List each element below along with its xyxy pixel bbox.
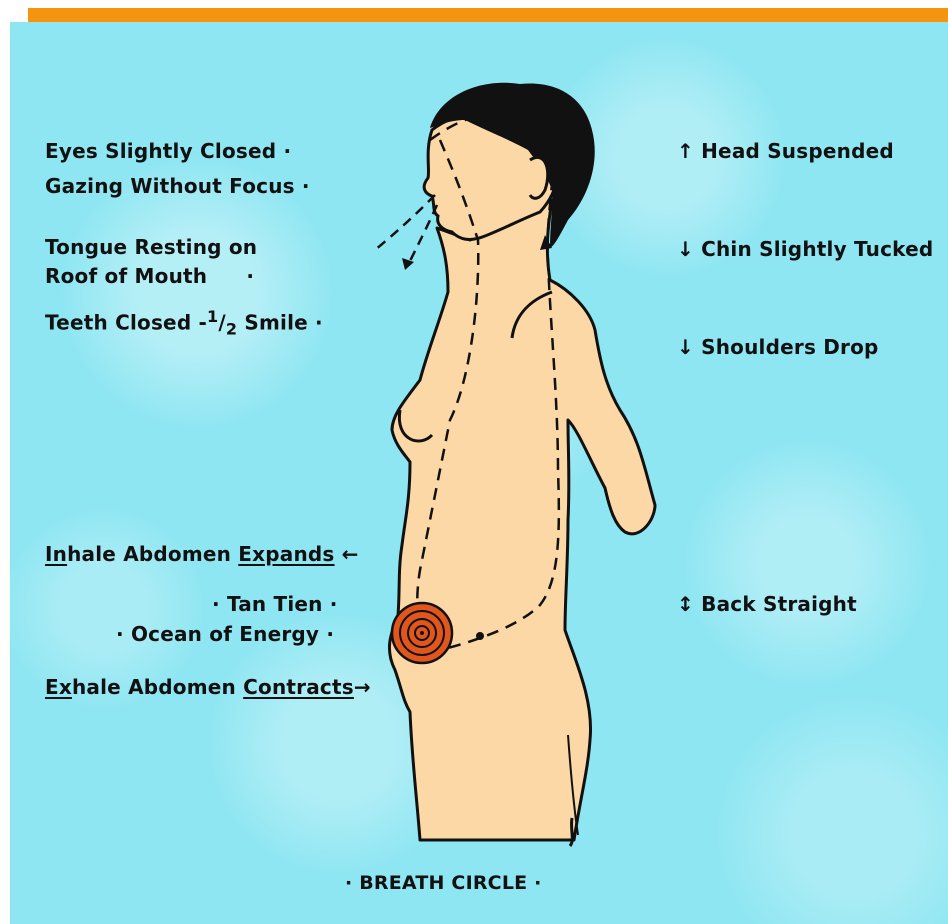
label-smile-text: Smile · <box>237 311 323 335</box>
exhale-middle: hale Abdomen <box>72 675 243 699</box>
nose-breath-line <box>375 195 435 250</box>
fraction-denominator: 2 <box>226 320 237 339</box>
label-tan-tien: · Tan Tien · <box>212 594 338 614</box>
label-exhale: Exhale Abdomen Contracts→ <box>45 677 371 697</box>
label-teeth-text: Teeth Closed - <box>45 311 207 335</box>
inhale-expands: Expands <box>238 542 334 566</box>
ear <box>530 157 548 198</box>
label-tongue-text: Roof of Mouth <box>45 264 207 288</box>
label-teeth-closed: Teeth Closed -1/2 Smile · <box>45 309 323 338</box>
nose-arrowhead <box>402 258 414 270</box>
label-head-suspended: ↑ Head Suspended <box>677 141 894 161</box>
label-tongue-dot: · <box>246 264 254 288</box>
fraction-numerator: 1 <box>207 307 218 326</box>
fraction-slash: / <box>218 311 226 335</box>
tan-tien-spiral <box>392 603 452 663</box>
label-tongue-line2: Roof of Mouth · <box>45 266 254 286</box>
nose-breath-line-2 <box>408 205 437 265</box>
label-back-straight: ↕ Back Straight <box>677 594 857 614</box>
exhale-contracts: Contracts <box>243 675 354 699</box>
label-gazing: Gazing Without Focus · <box>45 176 310 196</box>
body-silhouette <box>389 200 655 840</box>
exhale-arrow: → <box>354 675 371 699</box>
label-inhale: Inhale Abdomen Expands ← <box>45 544 359 564</box>
caption-breath-circle: · BREATH CIRCLE · <box>345 874 542 893</box>
path-dot <box>476 632 484 640</box>
label-shoulders-drop: ↓ Shoulders Drop <box>677 337 879 357</box>
label-ocean-of-energy: · Ocean of Energy · <box>116 624 334 644</box>
label-eyes-closed: Eyes Slightly Closed · <box>45 141 291 161</box>
exhale-prefix: Ex <box>45 675 72 699</box>
inhale-middle: hale Abdomen <box>67 542 238 566</box>
label-chin-tucked: ↓ Chin Slightly Tucked <box>677 239 933 259</box>
inhale-arrow: ← <box>335 542 359 566</box>
inhale-prefix: In <box>45 542 67 566</box>
label-tongue-line1: Tongue Resting on <box>45 237 257 257</box>
